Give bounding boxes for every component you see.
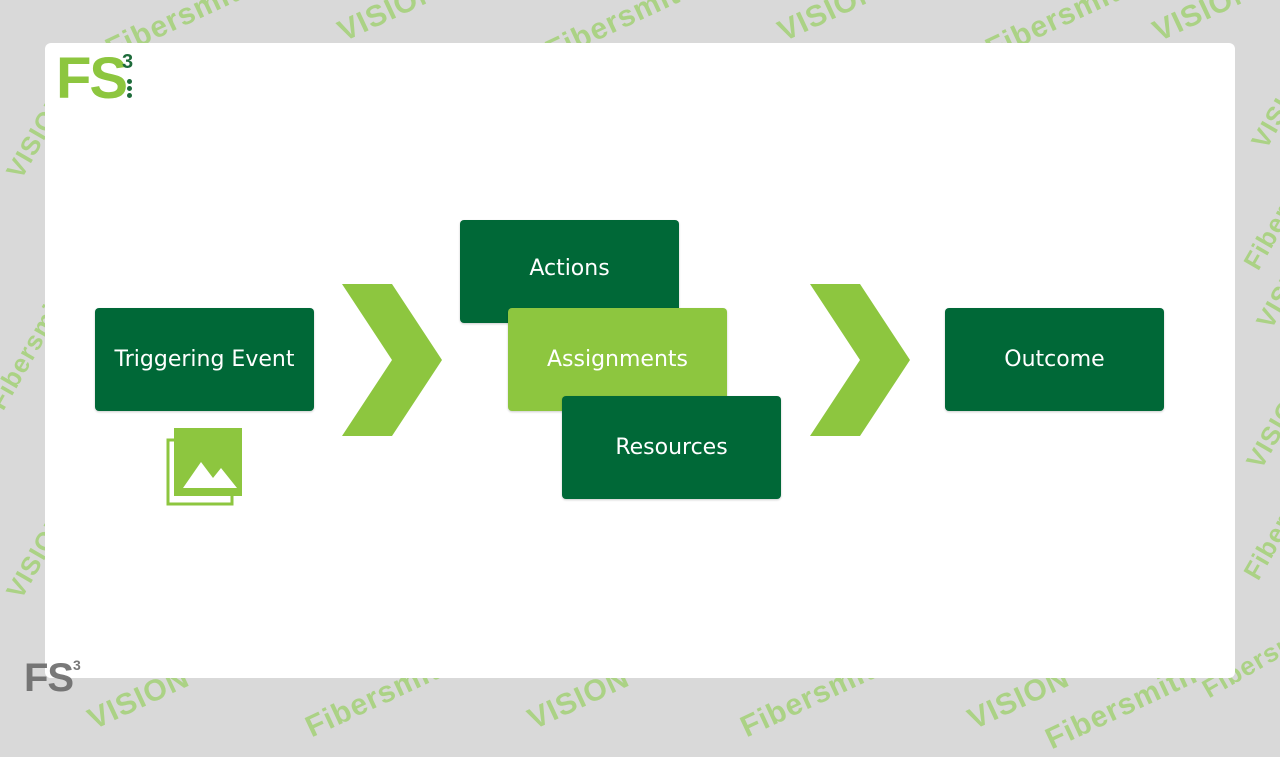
logo-text: FS: [56, 46, 128, 111]
watermark-text: VISION: [1147, 0, 1260, 49]
logo-text: FS: [24, 656, 74, 700]
watermark-text: VISION: [1240, 376, 1280, 474]
resources-label: Resources: [615, 435, 728, 460]
fs3-logo: FS 3: [56, 50, 133, 108]
resources-box: Resources: [562, 396, 781, 499]
actions-label: Actions: [529, 256, 610, 281]
watermark-text: VISION: [332, 0, 445, 49]
watermark-text: Fibersmith: [1237, 135, 1280, 275]
image-gallery-icon: [166, 428, 242, 506]
assignments-label: Assignments: [547, 347, 688, 372]
outcome-box: Outcome: [945, 308, 1164, 411]
outcome-label: Outcome: [1004, 347, 1105, 372]
actions-box: Actions: [460, 220, 679, 323]
chevron-right-icon: [810, 284, 910, 436]
assignments-box: Assignments: [508, 308, 727, 411]
triggering-event-box: Triggering Event: [95, 308, 314, 411]
watermark-text: VISION: [1245, 56, 1280, 154]
logo-superscript: 3: [122, 51, 134, 73]
triggering-event-label: Triggering Event: [114, 347, 295, 372]
fs3-logo-watermark: FS 3: [24, 656, 81, 700]
watermark-text: VISION: [772, 0, 885, 49]
logo-dots-icon: [127, 79, 132, 100]
chevron-right-icon: [342, 284, 442, 436]
logo-superscript: 3: [73, 657, 81, 673]
